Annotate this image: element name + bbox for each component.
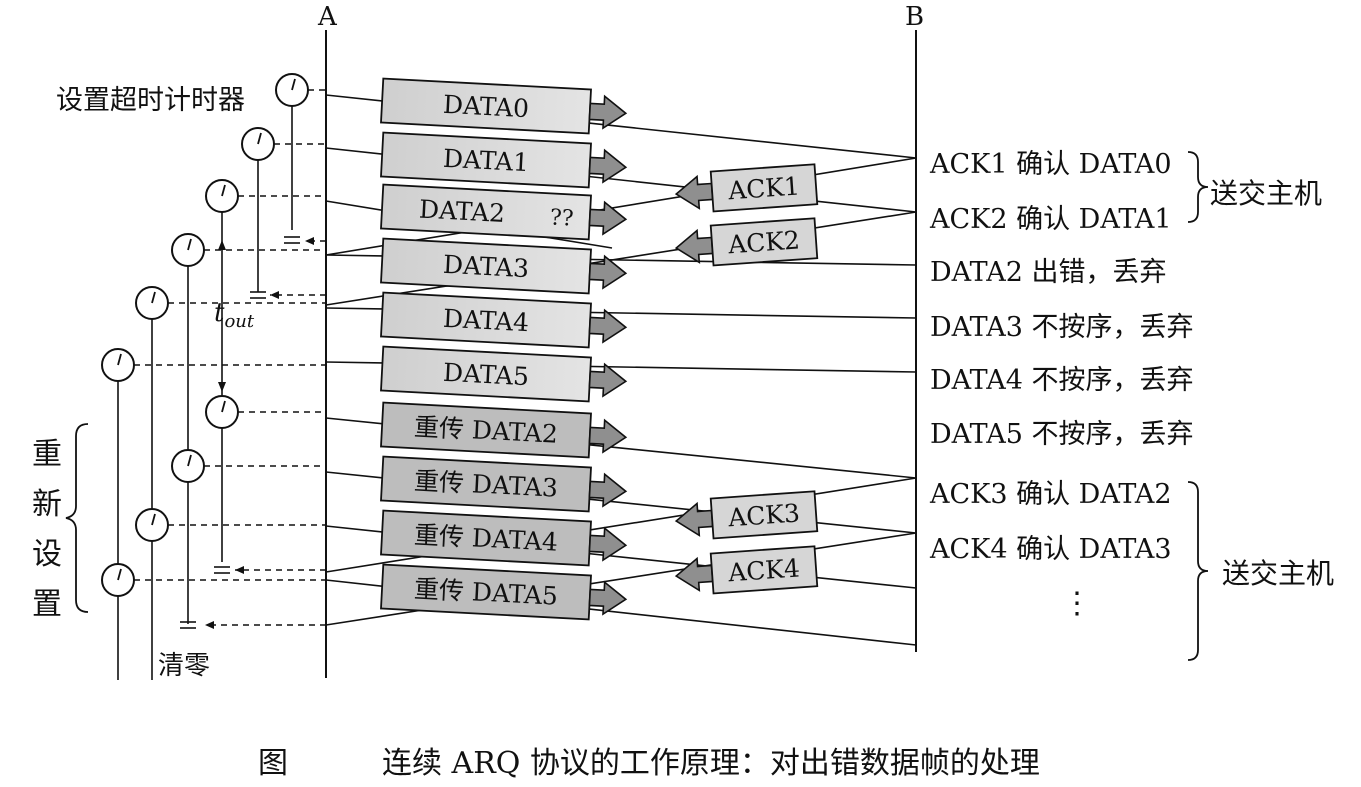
data-frame-box: DATA4 (380, 291, 628, 349)
ack-path (325, 157, 917, 256)
figure-caption: 连续 ARQ 协议的工作原理：对出错数据帧的处理 (382, 746, 1040, 781)
ack-frame-body (709, 163, 819, 213)
ack-frame-label: ACK3 (726, 498, 801, 532)
receiver-event: DATA3 不按序，丢弃 (930, 312, 1194, 343)
data-frame-box: 重传 DATA4 (380, 509, 628, 567)
ack-frame-box: ACK4 (674, 545, 819, 595)
set-timer-label: 设置超时计时器 (56, 85, 245, 116)
data-frame-arrow (588, 308, 628, 344)
receiver-event: ACK4 确认 DATA3 (930, 534, 1172, 565)
data-frame-arrow (588, 362, 628, 398)
ack-frame-arrow (674, 228, 714, 264)
clock-hand (187, 238, 192, 251)
reset-label: 重 新 设 置 (30, 430, 64, 630)
data-frame-arrow (588, 526, 628, 562)
receiver-event: DATA4 不按序，丢弃 (930, 365, 1194, 396)
data-frame-box: DATA2?? (380, 183, 628, 241)
reset-char: 重 (32, 437, 62, 472)
data-frame-arrow (588, 254, 628, 290)
data-frame-box: DATA1 (380, 131, 628, 189)
arrowhead (205, 621, 214, 629)
receiver-event: DATA5 不按序，丢弃 (930, 419, 1194, 450)
ack-frame-body (709, 217, 819, 267)
data-frame-label: DATA5 (442, 358, 529, 391)
reset-char: 设 (32, 537, 62, 572)
timeout-label: tout (214, 298, 254, 332)
ack-frame-box: ACK1 (674, 163, 819, 213)
timeout-arrow-down (218, 382, 226, 392)
reset-bracket (65, 423, 89, 613)
receiver-event: DATA2 出错，丢弃 (930, 257, 1167, 288)
receiver-event: ACK3 确认 DATA2 (930, 479, 1172, 510)
data-frame-label: DATA3 (442, 250, 529, 283)
reset-char: 新 (32, 487, 62, 522)
receiver-event: ACK2 确认 DATA1 (930, 204, 1172, 235)
clock-hand (117, 353, 122, 366)
deliver-host-label: 送交主机 (1210, 177, 1323, 210)
deliver-host-label: 送交主机 (1222, 557, 1335, 590)
ack-frame-label: ACK1 (726, 171, 801, 205)
data-frame-box: DATA3 (380, 237, 628, 295)
arrowhead (235, 566, 244, 574)
timeout-arrow-up (218, 240, 226, 250)
ack-frame-arrow (674, 556, 714, 592)
data-frame-arrow (588, 418, 628, 454)
clock-hand (257, 132, 262, 145)
clock-hand (117, 568, 122, 581)
ack-frame-label: ACK4 (726, 553, 801, 587)
data-frame-box: DATA5 (380, 345, 628, 403)
figure-caption-prefix: 图 (258, 746, 288, 781)
data-frame-arrow (588, 580, 628, 616)
data-frame-box: 重传 DATA2 (380, 401, 628, 459)
data-frame-label: DATA2 (418, 195, 505, 228)
ack-frame-box: ACK2 (674, 217, 819, 267)
arrowhead (305, 237, 314, 245)
data-frame-arrow (588, 94, 628, 130)
ack-frame-label: ACK2 (726, 225, 801, 259)
data-frame-arrow (588, 472, 628, 508)
ellipsis-mark: ⋮ (1062, 586, 1092, 621)
reset-char: 置 (32, 587, 62, 622)
data-frame-box: 重传 DATA3 (380, 455, 628, 513)
clear-label: 清零 (158, 651, 211, 681)
receiver-event: ACK1 确认 DATA0 (930, 149, 1172, 180)
host-bracket (1187, 151, 1209, 223)
error-mark: ?? (549, 205, 574, 231)
arrowhead (270, 291, 279, 299)
data-frame-label: DATA4 (442, 304, 529, 337)
data-frame-label: DATA0 (442, 90, 529, 123)
clock-hand (187, 454, 192, 467)
ack-frame-arrow (674, 501, 714, 537)
ack-frame-arrow (674, 174, 714, 210)
clock-hand (221, 400, 226, 413)
timeout-label-base: t (214, 298, 225, 328)
data-frame-label: DATA1 (442, 144, 529, 177)
ack-frame-box: ACK3 (674, 490, 819, 540)
clock-hand (151, 513, 156, 526)
ack-frame-body (709, 490, 819, 540)
clock-hand (221, 184, 226, 197)
data-frame-box: DATA0 (380, 77, 628, 135)
host-bracket (1187, 481, 1209, 661)
data-frame-arrow (588, 200, 628, 236)
clock-hand (291, 78, 296, 91)
ack-frame-body (709, 545, 819, 595)
station-b-label: B (905, 2, 925, 32)
timeout-label-sub: out (224, 311, 255, 333)
data-frame-box: 重传 DATA5 (380, 563, 628, 621)
ack-path (325, 211, 917, 306)
data-frame-arrow (588, 148, 628, 184)
clock-hand (151, 291, 156, 304)
station-a-label: A (318, 2, 337, 32)
